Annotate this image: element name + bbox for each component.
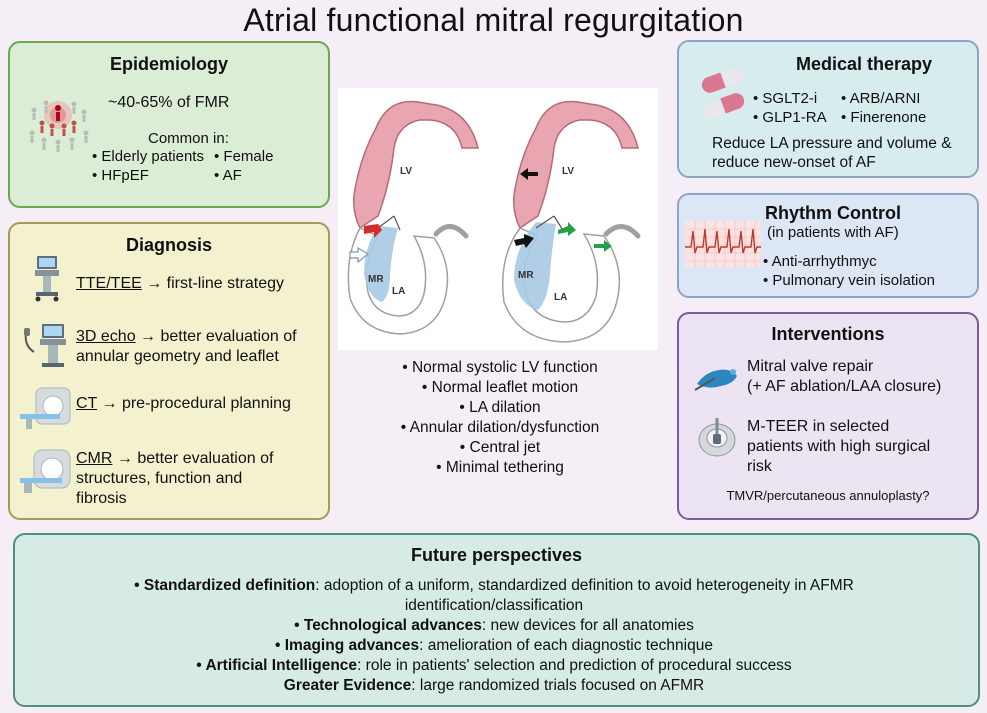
medical-therapy-panel: Medical therapy • SGLT2-i • ARB/ARNI • G… (677, 40, 979, 178)
rhythm-control-panel: Rhythm Control (in patients with AF) • A… (677, 193, 979, 298)
interventions-panel: Interventions Mitral valve repair (+ AF … (677, 312, 979, 520)
diag-tte: TTE/TEE → first-line strategy (76, 274, 284, 293)
diag-cmr-line2: structures, function and (76, 470, 243, 487)
drug-arb-arni: • ARB/ARNI (841, 90, 921, 107)
diag-cmr: CMR → better evaluation of (76, 449, 273, 468)
epidemiology-title: Epidemiology (109, 54, 228, 74)
mr-label-right: MR (518, 270, 534, 281)
mitral-clip-device-icon (698, 418, 736, 457)
tte-desc: → first-line strategy (141, 275, 285, 292)
la-label-left: LA (392, 286, 405, 297)
feature-item: • Minimal tethering (436, 459, 564, 476)
diag-3d-echo: 3D echo → better evaluation of (76, 327, 297, 346)
rhythm-control-title: Rhythm Control (765, 203, 901, 223)
future-row-technological: • Technological advances: new devices fo… (294, 617, 694, 634)
common-in-label: Common in: (148, 130, 229, 147)
diagnosis-title: Diagnosis (125, 235, 213, 255)
diag-3d-echo-line2: annular geometry and leaflet (76, 348, 279, 365)
tmvr-text: TMVR/percutaneous annuloplasty? (726, 488, 930, 503)
medical-therapy-title: Medical therapy (795, 54, 933, 74)
diag-cmr-line3: fibrosis (76, 490, 127, 507)
mr-label-left: MR (368, 274, 384, 285)
lv-label-left: LV (400, 166, 412, 177)
diagnosis-panel: Diagnosis TTE/TEE → first-line strategy … (8, 222, 330, 520)
teer-line3: risk (747, 458, 772, 475)
future-row-standardized-cont: identification/classification (404, 597, 584, 614)
echo3d-label: 3D echo (76, 328, 136, 345)
ct-label: CT (76, 395, 98, 412)
epi-item-hfpef: • HFpEF (92, 167, 149, 184)
feature-item: • LA dilation (459, 399, 541, 416)
drug-glp1ra: • GLP1-RA (753, 109, 827, 126)
epidemiology-stat: ~40-65% of FMR (108, 94, 230, 111)
population-icon (29, 100, 89, 152)
afmr-features-list: • Normal systolic LV function • Normal l… (330, 358, 670, 478)
page-title: Atrial functional mitral regurgitation (243, 2, 744, 38)
lv-label-right: LV (562, 166, 574, 177)
diag-ct: CT → pre-procedural planning (76, 394, 291, 413)
future-row-imaging: • Imaging advances: amelioration of each… (275, 637, 713, 654)
heart-illustration: LV MR LA LV MR LA (338, 88, 658, 350)
ecg-icon (685, 221, 761, 267)
drug-finerenone: • Finerenone (841, 109, 927, 126)
rhythm-subtitle: (in patients with AF) (767, 224, 899, 241)
feature-item: • Annular dilation/dysfunction (400, 419, 600, 436)
surgical-hand-icon (694, 369, 737, 391)
teer-line2: patients with high surgical (747, 438, 931, 455)
epi-item-female: • Female (214, 148, 274, 165)
rhythm-item-antiarrhythmic: • Anti-arrhythmyc (763, 253, 877, 270)
medical-goal-line2: reduce new-onset of AF (712, 154, 876, 171)
epi-item-elderly: • Elderly patients (92, 148, 204, 165)
repair-line1: Mitral valve repair (747, 358, 874, 375)
ct-desc: → pre-procedural planning (97, 395, 291, 412)
repair-line2: (+ AF ablation/LAA closure) (747, 378, 942, 395)
epi-item-af: • AF (214, 167, 242, 184)
heart-drawing: LV MR LA LV MR LA (347, 100, 641, 343)
future-perspectives-list: • Standardized definition: adoption of a… (30, 576, 958, 696)
medical-goal-line1: Reduce LA pressure and volume & (712, 135, 952, 152)
interventions-title: Interventions (771, 324, 885, 344)
pills-icon (701, 67, 745, 119)
tte-label: TTE/TEE (76, 275, 142, 292)
ct-scanner-icon (20, 387, 71, 429)
mri-scanner-icon (20, 449, 71, 493)
3d-echo-machine-icon (24, 324, 66, 367)
feature-item: • Normal systolic LV function (402, 359, 598, 376)
epidemiology-panel: Epidemiology ~40-65% of FMR Common in: •… (8, 41, 330, 208)
la-label-right: LA (554, 292, 567, 303)
ultrasound-machine-icon (35, 256, 59, 302)
feature-item: • Central jet (459, 439, 541, 456)
future-perspectives-title: Future perspectives (410, 545, 583, 565)
future-perspectives-panel (13, 533, 980, 707)
future-row-standardized: • Standardized definition: adoption of a… (134, 577, 854, 594)
cmr-desc: → better evaluation of (112, 450, 274, 467)
feature-item: • Normal leaflet motion (421, 379, 579, 396)
future-row-ai: • Artificial Intelligence: role in patie… (196, 657, 792, 674)
drug-sglt2i: • SGLT2-i (753, 90, 818, 107)
future-row-evidence: Greater Evidence: large randomized trial… (283, 677, 705, 694)
echo3d-desc: → better evaluation of (135, 328, 297, 345)
rhythm-item-pvi: • Pulmonary vein isolation (763, 272, 936, 289)
teer-line1: M-TEER in selected (747, 418, 890, 435)
cmr-label: CMR (76, 450, 113, 467)
